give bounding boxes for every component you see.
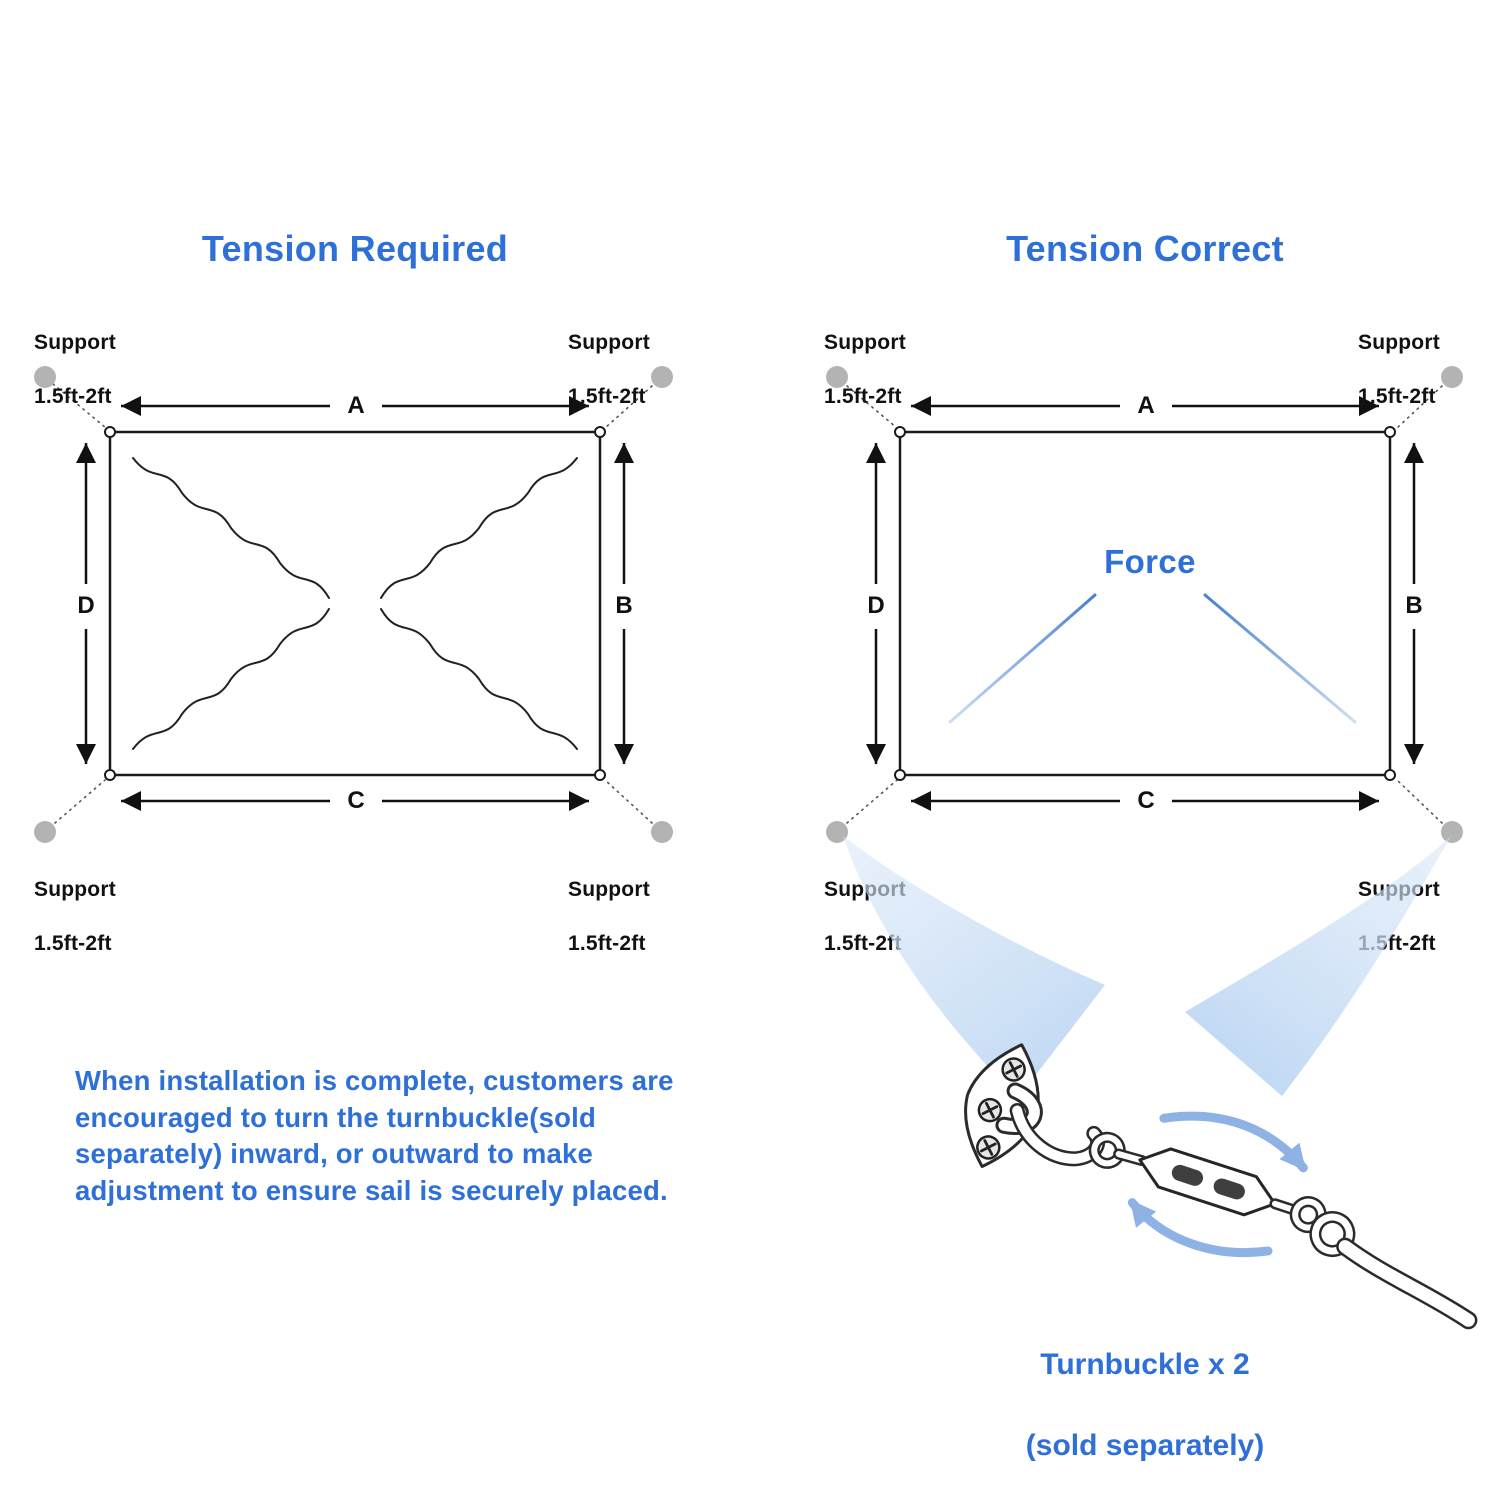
support-label-right-tl: Support 1.5ft-2ft [824, 303, 906, 437]
support-word: Support [568, 330, 650, 354]
corner-grommets [894, 426, 1396, 781]
plate-screws [976, 1057, 1026, 1160]
sail-rectangle [898, 430, 1392, 777]
wedge-right [1185, 836, 1451, 1096]
support-distance: 1.5ft-2ft [824, 384, 902, 408]
support-word: Support [34, 877, 116, 901]
support-dots [826, 366, 1463, 843]
force-lines [948, 593, 1357, 724]
dim-label-d-left: D [77, 592, 95, 619]
dim-label-b-left: B [615, 592, 633, 619]
corner-grommets [104, 426, 606, 781]
dotted-tension-lines [52, 383, 653, 824]
wrinkle-lines [132, 457, 578, 750]
dim-label-c-right: C [1137, 787, 1155, 814]
support-distance: 1.5ft-2ft [824, 931, 902, 955]
force-label: Force [1104, 543, 1196, 580]
diagram-title-left: Tension Required [201, 228, 509, 269]
pull-direction-wedges [843, 836, 1451, 1098]
support-label-right-tr: Support 1.5ft-2ft [1358, 303, 1440, 437]
dim-label-c-left: C [347, 787, 365, 814]
rotation-arrow-bottom [1127, 1198, 1273, 1258]
dim-label-b-right: B [1405, 592, 1423, 619]
turnbuckle-body [1138, 1147, 1277, 1217]
left-shaft [1113, 1148, 1148, 1167]
caption-line-2: (sold separately) [1025, 1428, 1265, 1462]
support-distance: 1.5ft-2ft [34, 384, 112, 408]
support-label-left-bl: Support 1.5ft-2ft [34, 850, 116, 984]
support-distance: 1.5ft-2ft [568, 384, 646, 408]
diagram-title-right: Tension Correct [1006, 228, 1284, 269]
dim-label-d-right: D [867, 592, 885, 619]
left-sail-diagram [34, 366, 673, 843]
measure-arrows [76, 396, 634, 811]
measure-arrows [866, 396, 1424, 811]
support-label-left-tr: Support 1.5ft-2ft [568, 303, 650, 437]
support-distance: 1.5ft-2ft [34, 931, 112, 955]
rotation-arrow-top [1159, 1111, 1308, 1173]
snap-hook [1009, 1103, 1106, 1167]
support-distance: 1.5ft-2ft [1358, 384, 1436, 408]
support-label-left-tl: Support 1.5ft-2ft [34, 303, 116, 437]
plate-eye-bracket [995, 1082, 1043, 1135]
dim-label-a-left: A [347, 392, 365, 419]
dotted-tension-lines [846, 385, 1443, 824]
wedge-left [843, 836, 1105, 1098]
support-word: Support [824, 330, 906, 354]
sail-rectangle [108, 430, 602, 777]
support-distance: 1.5ft-2ft [568, 931, 646, 955]
turnbuckle-caption: Turnbuckle x 2 (sold separately) [900, 1304, 1390, 1500]
support-dots [34, 366, 673, 843]
support-word: Support [568, 877, 650, 901]
dim-label-a-right: A [1137, 392, 1155, 419]
support-label-left-br: Support 1.5ft-2ft [568, 850, 650, 984]
caption-line-1: Turnbuckle x 2 [1040, 1347, 1250, 1381]
installation-note: When installation is complete, customers… [75, 1065, 674, 1206]
support-word: Support [1358, 330, 1440, 354]
support-word: Support [34, 330, 116, 354]
right-sail-diagram [826, 366, 1463, 843]
turnbuckle-hardware [964, 1043, 1478, 1330]
steel-cable [1336, 1237, 1478, 1330]
